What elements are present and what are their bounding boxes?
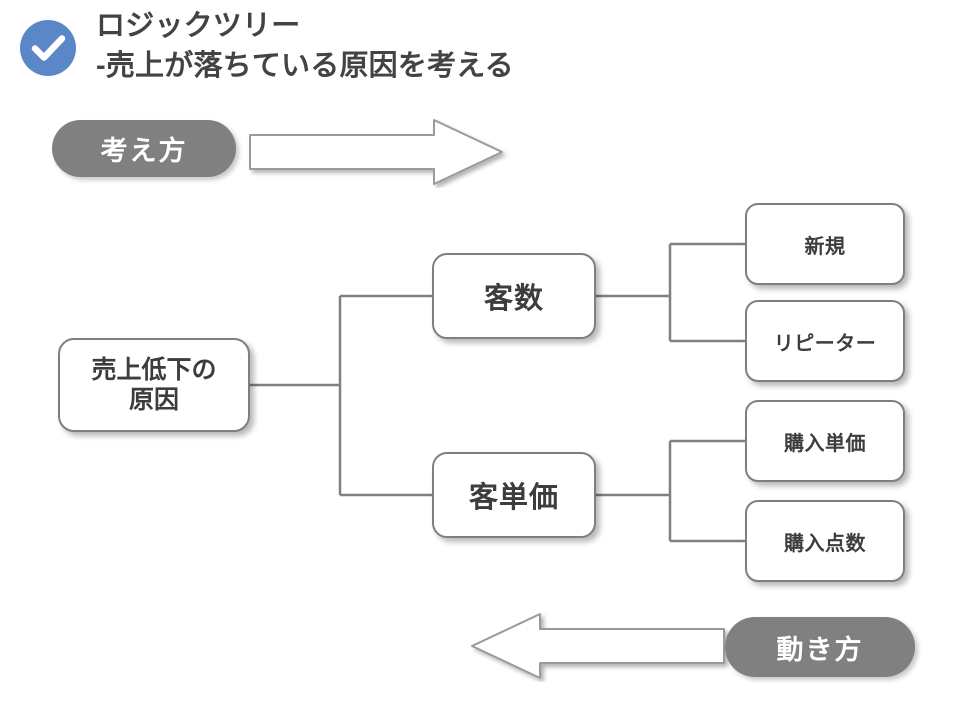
title-line-2: -売上が落ちている原因を考える — [96, 50, 514, 83]
tree-node-unit-price[interactable]: 客単価 — [432, 452, 596, 538]
tree-node-customer-count-label: 客数 — [483, 283, 544, 315]
tree-node-purchase-price-label: 購入単価 — [784, 432, 866, 455]
tree-node-new-customer[interactable]: 新規 — [745, 203, 905, 285]
root-label-line-2: 原因 — [128, 386, 179, 414]
think-badge: 考え方 — [52, 120, 236, 177]
move-badge: 動き方 — [725, 617, 915, 677]
tree-node-unit-price-label: 客単価 — [468, 482, 559, 514]
tree-node-root[interactable]: 売上低下の 原因 — [58, 338, 250, 432]
check-circle-icon — [18, 18, 78, 78]
tree-node-purchase-quantity-label: 購入点数 — [784, 532, 866, 555]
tree-node-root-label: 売上低下の 原因 — [91, 355, 216, 416]
tree-node-purchase-price[interactable]: 購入単価 — [745, 400, 905, 482]
tree-node-repeater-label: リピーター — [773, 332, 877, 355]
arrow-right-icon — [244, 118, 510, 188]
tree-node-repeater[interactable]: リピーター — [745, 300, 905, 382]
root-label-line-1: 売上低下の — [91, 355, 217, 384]
page-title: ロジックツリー -売上が落ちている原因を考える — [96, 6, 916, 86]
tree-node-new-customer-label: 新規 — [804, 235, 846, 258]
tree-node-purchase-quantity[interactable]: 購入点数 — [745, 500, 905, 582]
tree-node-customer-count[interactable]: 客数 — [432, 253, 596, 339]
title-line-1: ロジックツリー — [96, 10, 301, 42]
slide-header: ロジックツリー -売上が落ちている原因を考える — [0, 0, 960, 110]
arrow-left-icon — [462, 612, 730, 682]
